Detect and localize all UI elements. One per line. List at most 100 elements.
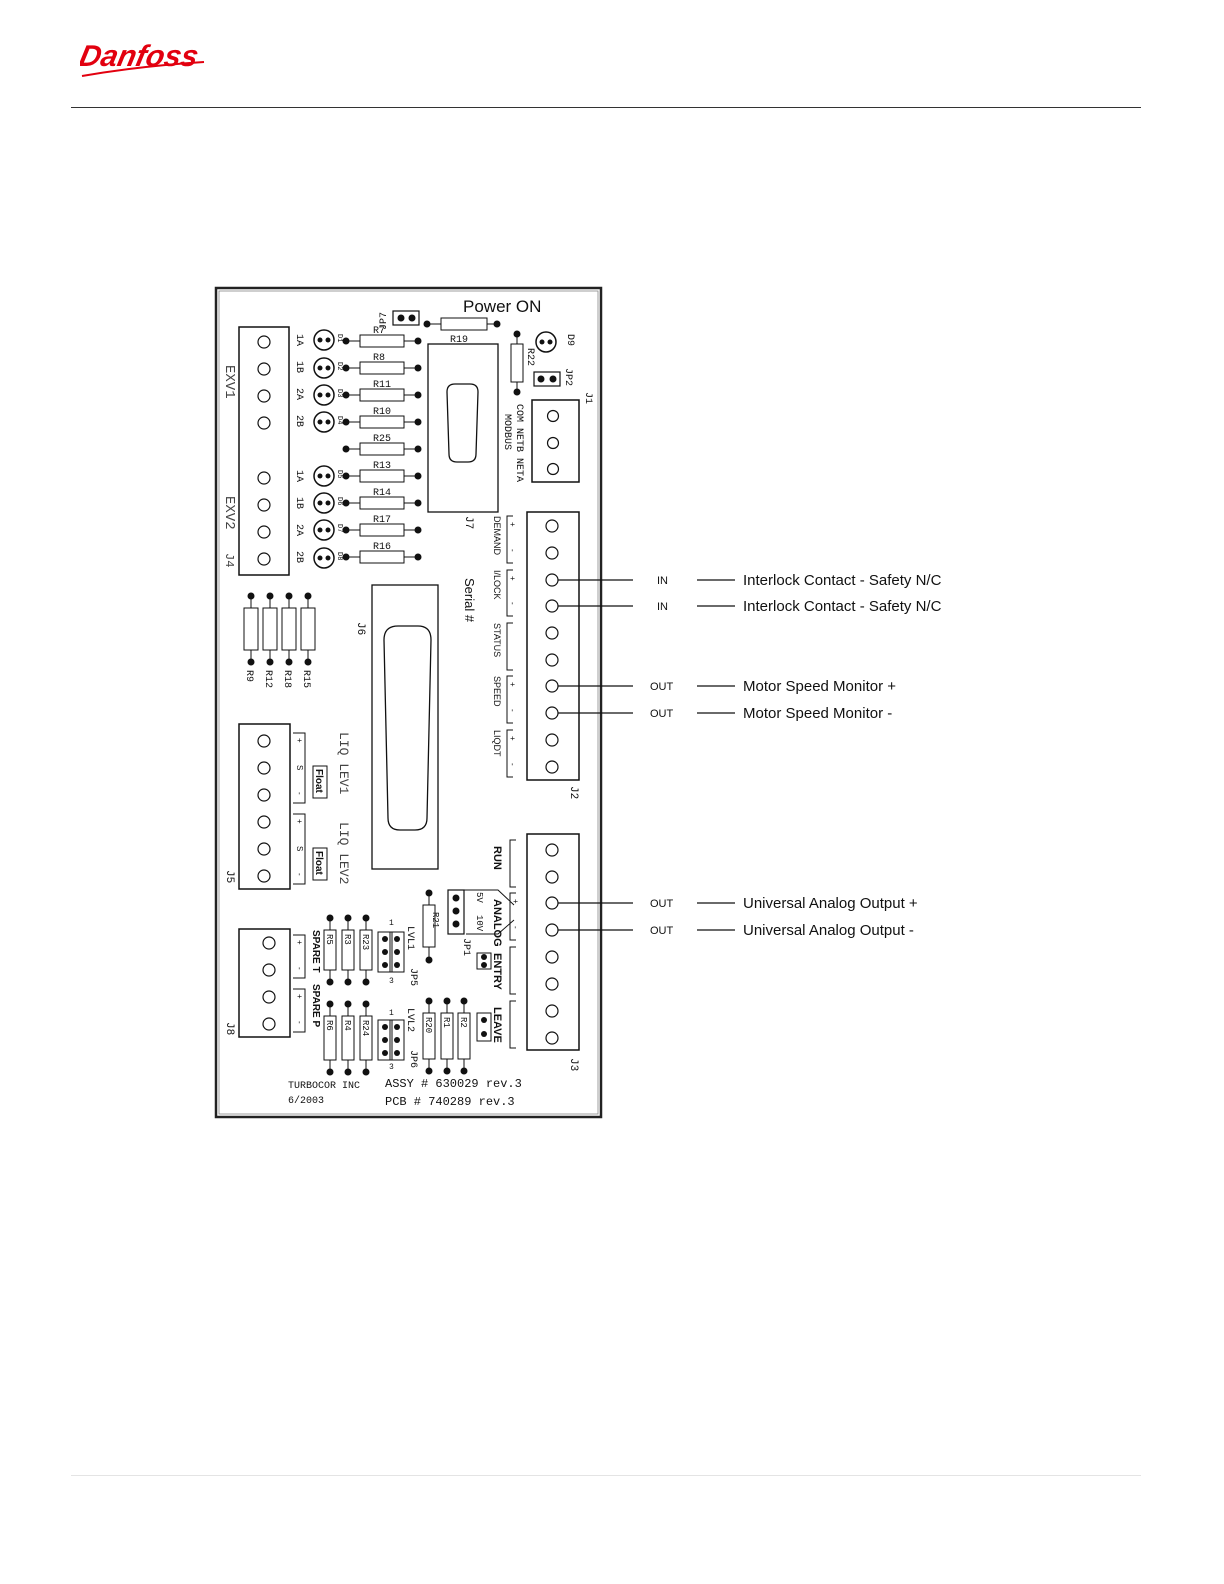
j2-plus-mark: + bbox=[508, 736, 517, 741]
jp5-block bbox=[377, 931, 393, 973]
board-pcb: PCB # 740289 rev.3 bbox=[385, 1095, 515, 1109]
r21-resistor bbox=[422, 904, 436, 948]
resistor-label: R4 bbox=[342, 1020, 352, 1031]
jp1-label: JP1 bbox=[460, 938, 471, 956]
spare-p-label: SPARE P bbox=[310, 984, 321, 1027]
j3-terminal-7 bbox=[545, 1004, 559, 1018]
jp5-pin1: 1 bbox=[389, 919, 394, 928]
resistor-label: R1 bbox=[441, 1017, 451, 1028]
callout-direction: OUT bbox=[650, 898, 674, 910]
j3-terminal-5 bbox=[545, 950, 559, 964]
jp7-label: JP7 bbox=[379, 312, 390, 330]
j3-minus-mark: - bbox=[511, 926, 520, 929]
j2-minus-mark: - bbox=[508, 549, 517, 552]
jp6-block bbox=[377, 1019, 393, 1061]
r19-label: R19 bbox=[450, 335, 468, 346]
exv-led-label: D7 bbox=[335, 524, 343, 532]
lvl2-label: LVL2 bbox=[404, 1008, 415, 1032]
j5-s-mark: S bbox=[295, 765, 304, 770]
jp6-pin1: 1 bbox=[389, 1009, 394, 1018]
modbus-label: MODBUS bbox=[501, 414, 512, 450]
j2-minus-mark: - bbox=[508, 602, 517, 605]
spare-t-label: SPARE T bbox=[310, 930, 321, 973]
jp2-label: JP2 bbox=[562, 368, 573, 386]
j2-connector bbox=[526, 511, 580, 781]
j3-group-label: ANALOG bbox=[491, 899, 503, 947]
exv-led-5 bbox=[313, 465, 335, 487]
j8-terminal-3 bbox=[262, 990, 276, 1004]
jp2-jumper bbox=[533, 371, 561, 387]
j5-terminal-1 bbox=[257, 734, 271, 748]
j3-terminal-8 bbox=[545, 1031, 559, 1045]
j2-terminal-7 bbox=[545, 679, 559, 693]
exv-led-7 bbox=[313, 519, 335, 541]
resistor-label: R24 bbox=[360, 1020, 370, 1036]
callout-direction: OUT bbox=[650, 681, 674, 693]
resistor-label: R12 bbox=[262, 670, 273, 688]
j6-label: J6 bbox=[354, 622, 366, 635]
footer-rule bbox=[71, 1475, 1141, 1476]
j4-terminal-8 bbox=[257, 552, 271, 566]
modbus-pin-labels: COM NETB NETA bbox=[513, 404, 524, 482]
callout-direction: IN bbox=[657, 575, 668, 587]
exv-led-3 bbox=[313, 384, 335, 406]
exv-led-label: D1 bbox=[335, 334, 343, 342]
resistor-R11 bbox=[359, 388, 405, 402]
jp7-jumper bbox=[392, 310, 420, 326]
j4-terminal-6 bbox=[257, 498, 271, 512]
j2-terminal-6 bbox=[545, 653, 559, 667]
exv-led-label: D4 bbox=[335, 416, 343, 424]
resistor-R10 bbox=[359, 415, 405, 429]
callout-label: Universal Analog Output - bbox=[743, 922, 914, 939]
j2-group-label: DEMAND bbox=[492, 516, 502, 556]
j4-label: J4 bbox=[222, 553, 236, 567]
exv-led-1 bbox=[313, 329, 335, 351]
j3-terminal-6 bbox=[545, 977, 559, 991]
float1-label: Float bbox=[313, 769, 324, 794]
j3-group-label: ENTRY bbox=[491, 953, 503, 991]
exv-pin-label: 2A bbox=[293, 388, 304, 400]
j8-connector bbox=[238, 928, 291, 1038]
exv-led-6 bbox=[313, 492, 335, 514]
j7-label: J7 bbox=[462, 516, 474, 529]
exv2-label: EXV2 bbox=[221, 496, 237, 530]
jp1-5v: 5V bbox=[474, 892, 484, 903]
j4-terminal-holes bbox=[257, 335, 271, 566]
j2-group-label: LIQDT bbox=[492, 730, 502, 757]
j5-minus-mark: - bbox=[295, 873, 304, 876]
callout-direction: OUT bbox=[650, 708, 674, 720]
j5-s-mark: S bbox=[295, 846, 304, 851]
resistor-R1 bbox=[440, 1012, 454, 1060]
r22-resistor bbox=[510, 343, 524, 383]
j2-group-label: STATUS bbox=[492, 623, 502, 657]
j8-plus-mark: + bbox=[295, 994, 304, 999]
j2-terminal-9 bbox=[545, 733, 559, 747]
exv-pin-label: 1A bbox=[293, 334, 304, 346]
j4-terminal-5 bbox=[257, 471, 271, 485]
resistor-R6 bbox=[323, 1015, 337, 1061]
resistor-label: R11 bbox=[373, 380, 391, 391]
exv-pin-label: 2B bbox=[293, 551, 304, 563]
exv-pin-label: 1A bbox=[293, 470, 304, 482]
resistor-label: R2 bbox=[458, 1017, 468, 1028]
resistor-R2 bbox=[457, 1012, 471, 1060]
jp5-label: JP5 bbox=[407, 968, 418, 986]
j8-plus-mark: + bbox=[295, 940, 304, 945]
d9-led bbox=[535, 331, 557, 353]
j4-terminal-3 bbox=[257, 389, 271, 403]
resistor-R20 bbox=[422, 1012, 436, 1060]
j3-terminal-4 bbox=[545, 923, 559, 937]
j4-terminal-7 bbox=[257, 525, 271, 539]
resistor-R4 bbox=[341, 1015, 355, 1061]
exv-led-label: D2 bbox=[335, 362, 343, 370]
j2-terminal-3 bbox=[545, 573, 559, 587]
resistor-R13 bbox=[359, 469, 405, 483]
j3-label: J3 bbox=[567, 1058, 579, 1071]
resistor-R3 bbox=[341, 929, 355, 971]
exv-led-label: D5 bbox=[335, 470, 343, 478]
j4-connector bbox=[238, 326, 290, 576]
